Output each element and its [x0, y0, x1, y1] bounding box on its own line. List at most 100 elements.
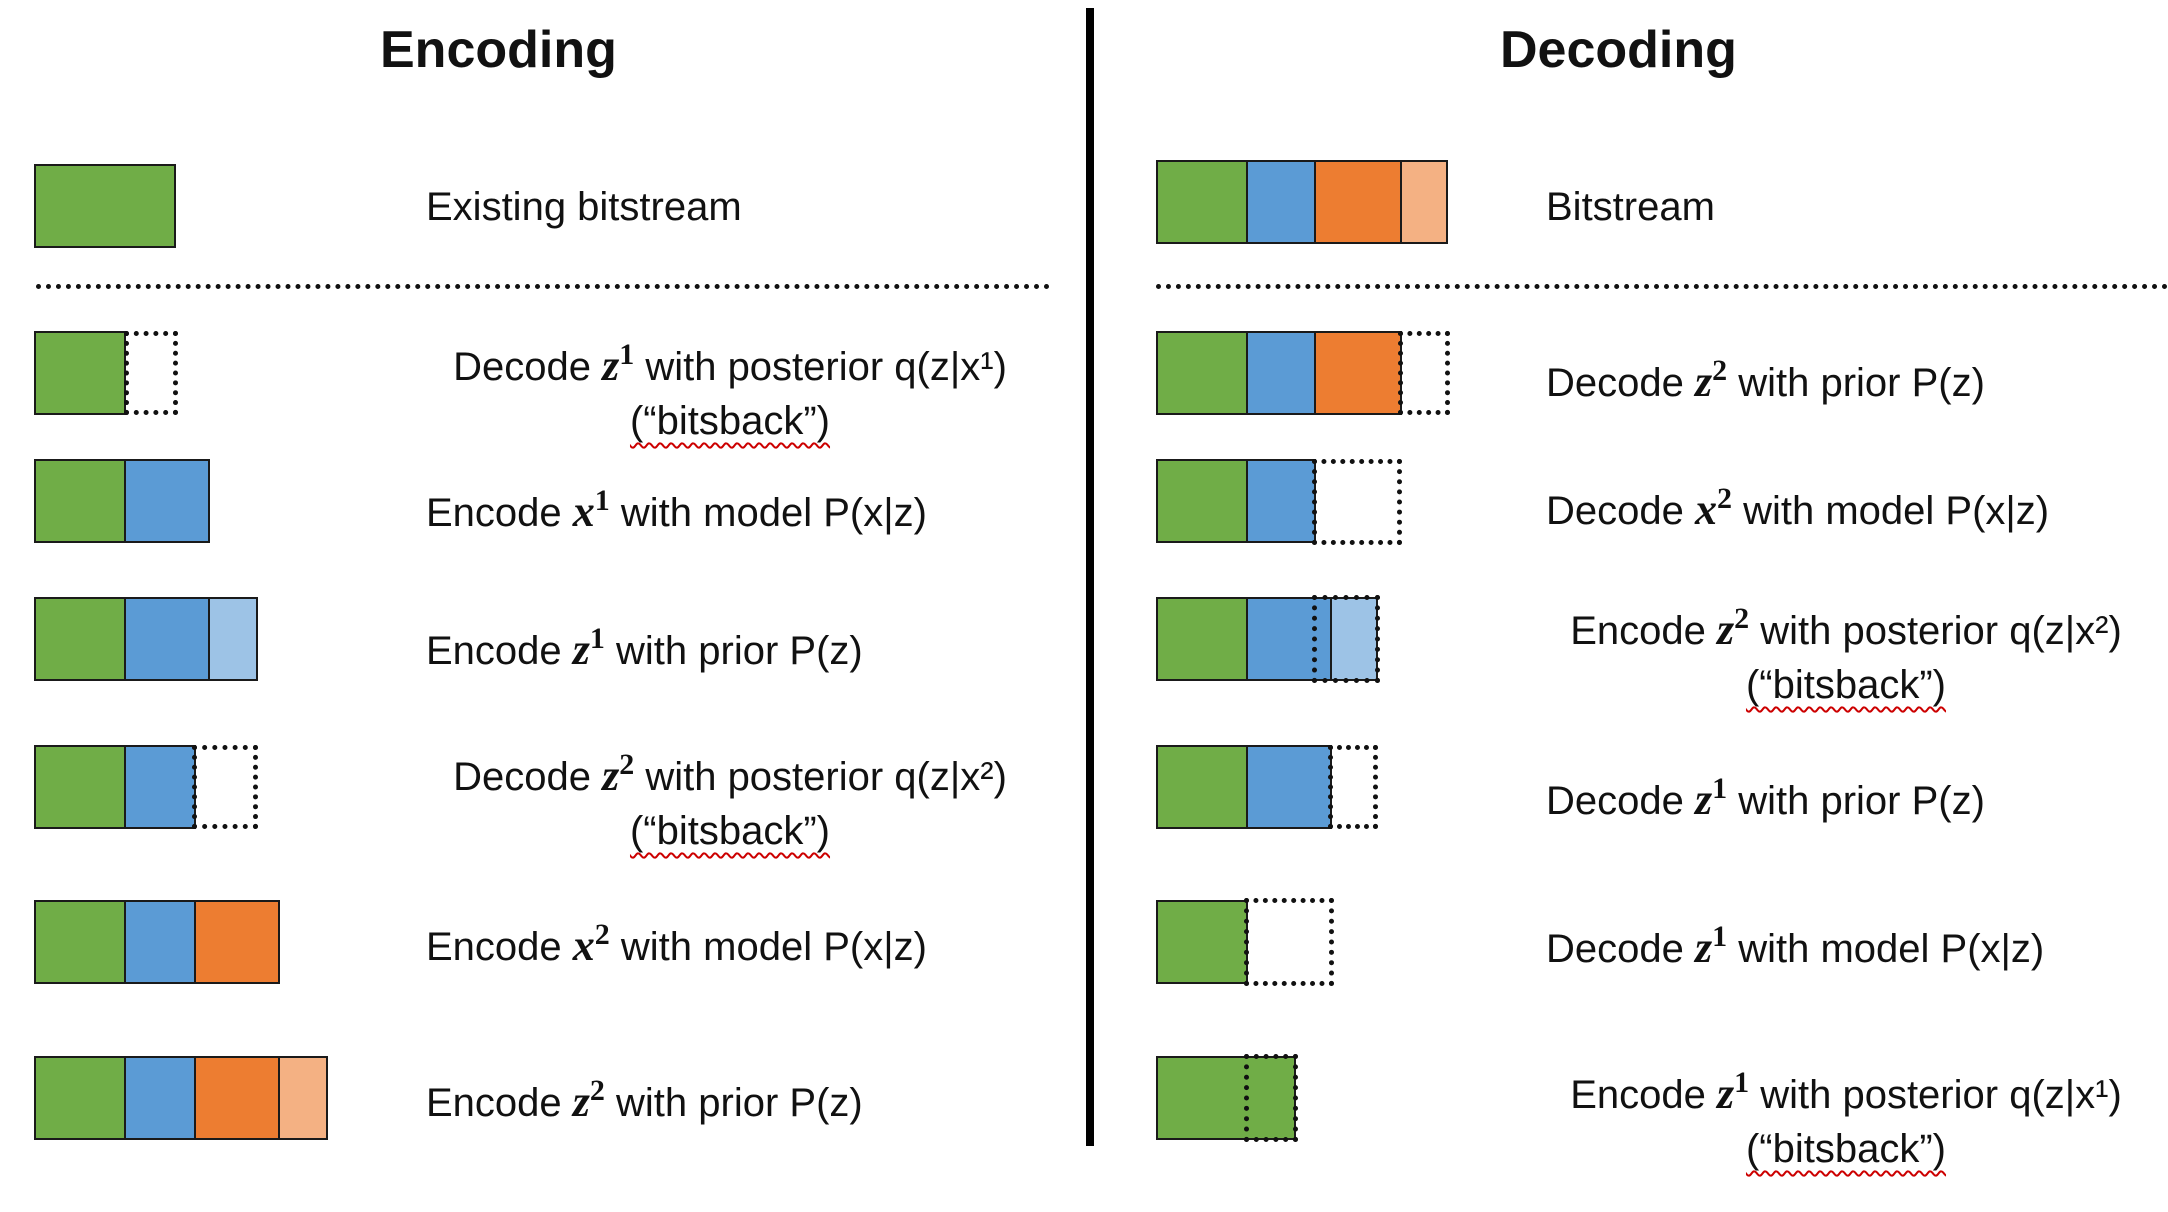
dec-step-2-sup: 2 — [1716, 482, 1732, 515]
enc-step-5-var: x — [572, 921, 595, 970]
block-orange — [1314, 331, 1402, 415]
enc-step-2-sup: 1 — [594, 484, 610, 517]
enc-step-0-label: Existing bitstream — [426, 180, 742, 234]
enc-step-5-label: Encode x2 with model P(x|z) — [426, 908, 927, 974]
enc-step-3-pre: Encode — [426, 629, 573, 673]
block-blue — [124, 597, 210, 681]
dec-step-5-pre: Decode — [1546, 927, 1695, 971]
dec-step-1-label: Decode z2 with prior P(z) — [1546, 344, 1985, 410]
dec-step-1-var: z — [1694, 357, 1713, 406]
block-green — [34, 331, 126, 415]
enc-step-5-post: with model P(x|z) — [609, 925, 927, 969]
dec-step-0-text: Bitstream — [1546, 185, 1715, 229]
dec-step-3-post: with posterior q(z|x²) — [1749, 609, 2122, 653]
enc-step-2-var: x — [572, 487, 595, 536]
block-removed-dotted — [1398, 331, 1450, 415]
block-peach — [1400, 160, 1448, 244]
block-removed-dotted — [1328, 745, 1378, 829]
dec-step-4-post: with prior P(z) — [1727, 779, 1985, 823]
block-green — [34, 900, 126, 984]
dec-step-6-label: Encode z1 with posterior q(z|x¹) (“bitsb… — [1536, 1056, 2156, 1176]
block-blue — [124, 900, 196, 984]
dec-step-5-var: z — [1694, 923, 1713, 972]
block-removed-dotted — [1312, 459, 1402, 545]
enc-step-6-label: Encode z2 with prior P(z) — [426, 1064, 863, 1130]
enc-step-4-label: Decode z2 with posterior q(z|x²) (“bitsb… — [420, 738, 1040, 858]
enc-step-1-pre: Decode — [453, 345, 603, 389]
enc-step-6-pre: Encode — [426, 1081, 573, 1125]
block-blue — [124, 1056, 196, 1140]
block-green — [34, 459, 126, 543]
dec-step-4-var: z — [1694, 775, 1713, 824]
encoding-dotted-separator — [36, 284, 1050, 289]
block-green — [1156, 459, 1248, 543]
enc-step-4-note: (“bitsback”) — [629, 809, 831, 853]
enc-step-1-var: z — [602, 341, 620, 390]
enc-step-6-var: z — [572, 1077, 590, 1126]
enc-step-3-sup: 1 — [589, 622, 605, 655]
dec-step-5-post: with model P(x|z) — [1727, 927, 2045, 971]
enc-step-1-sup: 1 — [619, 338, 635, 371]
dec-step-2-label: Decode x2 with model P(x|z) — [1546, 472, 2049, 538]
block-blue — [1246, 745, 1332, 829]
block-removed-dotted — [1312, 595, 1380, 683]
block-removed-dotted — [1244, 898, 1334, 986]
dec-step-6-sup: 1 — [1734, 1066, 1750, 1099]
block-green — [34, 164, 176, 248]
decoding-dotted-separator — [1156, 284, 2168, 289]
block-green — [1156, 160, 1248, 244]
dec-step-3-note: (“bitsback”) — [1745, 663, 1947, 707]
enc-step-2-post: with model P(x|z) — [609, 491, 927, 535]
dec-step-3-sup: 2 — [1734, 602, 1750, 635]
block-removed-dotted — [192, 745, 258, 829]
dec-step-2-post: with model P(x|z) — [1731, 489, 2050, 533]
block-blue — [1246, 597, 1332, 681]
block-blue — [124, 459, 210, 543]
enc-step-2-label: Encode x1 with model P(x|z) — [426, 474, 927, 540]
block-blue — [1246, 160, 1316, 244]
block-removed-dotted — [1244, 1054, 1298, 1142]
enc-step-1-label: Decode z1 with posterior q(z|x¹) (“bitsb… — [420, 328, 1040, 448]
block-light-blue — [1330, 597, 1378, 681]
enc-step-4-post: with posterior q(z|x²) — [634, 755, 1007, 799]
block-orange — [194, 900, 280, 984]
column-divider — [1086, 8, 1094, 1146]
enc-step-5-pre: Encode — [426, 925, 573, 969]
enc-step-4-pre: Decode — [453, 755, 603, 799]
block-green — [1156, 745, 1248, 829]
dec-step-3-label: Encode z2 with posterior q(z|x²) (“bitsb… — [1536, 592, 2156, 712]
dec-step-0-label: Bitstream — [1546, 180, 1715, 234]
enc-step-0-text: Existing bitstream — [426, 185, 742, 229]
enc-step-4-var: z — [602, 751, 620, 800]
enc-step-6-post: with prior P(z) — [604, 1081, 863, 1125]
block-blue — [124, 745, 196, 829]
dec-step-4-label: Decode z1 with prior P(z) — [1546, 762, 1985, 828]
enc-step-5-sup: 2 — [594, 918, 610, 951]
dec-step-4-sup: 1 — [1712, 772, 1728, 805]
dec-step-2-pre: Decode — [1546, 489, 1695, 533]
block-removed-dotted — [124, 331, 178, 415]
block-green — [1156, 900, 1248, 984]
block-blue — [1246, 459, 1316, 543]
enc-step-3-post: with prior P(z) — [604, 629, 863, 673]
dec-step-3-var: z — [1716, 605, 1735, 654]
dec-step-1-pre: Decode — [1546, 361, 1695, 405]
dec-step-4-pre: Decode — [1546, 779, 1695, 823]
enc-step-4-sup: 2 — [619, 748, 635, 781]
decoding-heading: Decoding — [1500, 21, 1737, 79]
dec-step-6-post: with posterior q(z|x¹) — [1749, 1073, 2122, 1117]
enc-step-2-pre: Encode — [426, 491, 573, 535]
block-peach — [278, 1056, 328, 1140]
block-blue — [1246, 331, 1316, 415]
block-green — [1156, 597, 1248, 681]
dec-step-1-sup: 2 — [1712, 354, 1728, 387]
block-orange — [1314, 160, 1402, 244]
dec-step-1-post: with prior P(z) — [1727, 361, 1985, 405]
enc-step-3-label: Encode z1 with prior P(z) — [426, 612, 863, 678]
dec-step-3-pre: Encode — [1570, 609, 1717, 653]
enc-step-1-post: with posterior q(z|x¹) — [634, 345, 1007, 389]
dec-step-5-label: Decode z1 with model P(x|z) — [1546, 910, 2044, 976]
enc-step-1-note: (“bitsback”) — [629, 399, 831, 443]
dec-step-6-pre: Encode — [1570, 1073, 1717, 1117]
dec-step-6-note: (“bitsback”) — [1745, 1127, 1947, 1171]
